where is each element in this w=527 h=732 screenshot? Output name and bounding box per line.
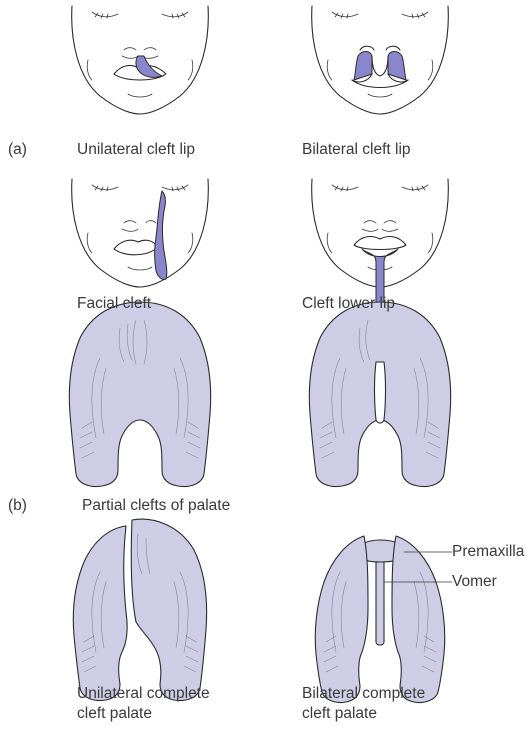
face-unilateral-cleft-lip — [72, 6, 209, 114]
face-facial-cleft — [72, 179, 209, 287]
palate-partial-cleft-u — [69, 302, 210, 487]
face-cleft-lower-lip — [312, 179, 449, 313]
section-label-a: (a) — [8, 141, 27, 159]
caption-partial-clefts-of-palate: Partial clefts of palate — [82, 497, 230, 515]
vomer — [376, 562, 384, 645]
callout-vomer: Vomer — [452, 573, 497, 591]
caption-facial-cleft: Facial cleft — [77, 295, 151, 313]
caption-bilateral-complete-line2: cleft palate — [302, 705, 377, 723]
caption-cleft-lower-lip: Cleft lower lip — [302, 295, 395, 313]
face-bilateral-cleft-lip — [312, 6, 449, 114]
caption-unilateral-complete-line2: cleft palate — [77, 705, 152, 723]
palate-partial-cleft-slit — [309, 302, 450, 487]
caption-bilateral-cleft-lip: Bilateral cleft lip — [302, 141, 411, 159]
caption-unilateral-complete-line1: Unilateral complete — [77, 685, 210, 703]
callout-premaxilla: Premaxilla — [452, 543, 524, 561]
section-label-b: (b) — [8, 497, 27, 515]
palate-bilateral-complete — [315, 536, 452, 703]
palate-unilateral-complete — [73, 519, 206, 700]
caption-bilateral-complete-line1: Bilateral complete — [302, 685, 425, 703]
caption-unilateral-cleft-lip: Unilateral cleft lip — [77, 141, 195, 159]
